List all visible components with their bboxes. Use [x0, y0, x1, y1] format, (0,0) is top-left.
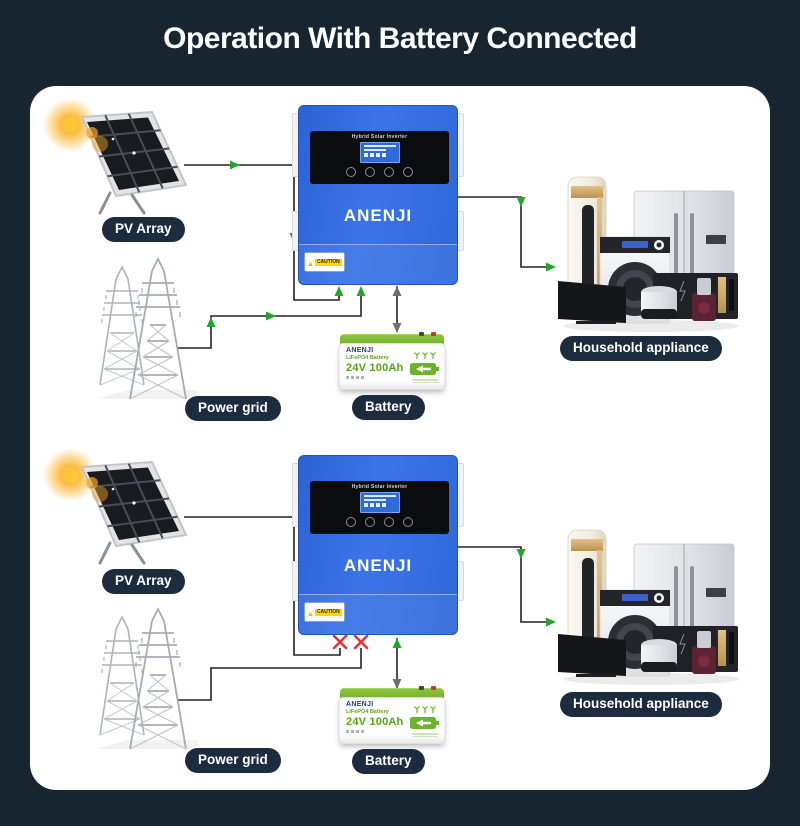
caution-text: CAUTION [314, 608, 342, 616]
caution-sticker: CAUTION [305, 603, 344, 621]
hybrid-inverter: Hybrid Solar Inverter ANENJI CAUTION [292, 105, 464, 285]
inverter-buttons [310, 517, 449, 527]
household-appliances-graphic [556, 175, 741, 335]
button-icon [346, 167, 356, 177]
warning-triangle-icon [307, 604, 314, 620]
battery-brand: ANENJI [346, 347, 374, 354]
inverter-lcd-screen [359, 142, 400, 163]
battery-unit: ANENJI LiFePO4 Battery 24V 100Ah [338, 332, 446, 390]
battery-fine-print [412, 732, 438, 737]
connection-lines [177, 516, 556, 701]
inverter-lower-panel: CAUTION [299, 244, 457, 284]
solar-panel-graphic [40, 99, 190, 221]
button-icon [403, 517, 413, 527]
inverter-brand-logo: ANENJI [343, 206, 413, 225]
arrow-up-icon [334, 286, 344, 296]
arrow-right-icon [230, 160, 240, 170]
button-icon [365, 517, 375, 527]
solar-panel-graphic [40, 449, 190, 571]
inverter-body: Hybrid Solar Inverter ANENJI CAUTION [298, 105, 458, 285]
pv-to-inverter-wire [184, 516, 341, 656]
arrow-up-gray-icon [392, 286, 402, 296]
battery-charge-icon [410, 715, 440, 731]
lcd-row [363, 495, 396, 497]
inverter-display-panel: Hybrid Solar Inverter [310, 481, 449, 534]
connection-lines [177, 160, 556, 349]
button-icon [384, 167, 394, 177]
arrow-up-icon [356, 286, 366, 296]
button-icon [365, 167, 375, 177]
lcd-row [363, 499, 386, 501]
battery-unit: ANENJI LiFePO4 Battery 24V 100Ah [338, 686, 446, 744]
lcd-status-icons [363, 153, 396, 157]
inverter-to-appliance-wire [458, 546, 554, 623]
household-appliance-label: Household appliance [560, 336, 722, 361]
sprout-icons [413, 705, 437, 714]
battery-type: LiFePO4 Battery [346, 355, 389, 361]
arrow-down-icon [516, 197, 526, 207]
household-appliance-label: Household appliance [560, 692, 722, 717]
battery-type: LiFePO4 Battery [346, 709, 389, 715]
arrow-down-gray-icon [392, 679, 402, 689]
battery-text-block: ANENJI LiFePO4 Battery 24V 100Ah [346, 347, 403, 387]
arrow-down-gray-icon [392, 323, 402, 333]
power-grid-label: Power grid [185, 748, 281, 773]
sprout-icons [413, 351, 437, 360]
button-icon [403, 167, 413, 177]
battery-label: Battery [352, 749, 425, 774]
inverter-screen-title: Hybrid Solar Inverter [351, 134, 408, 140]
battery-charge-icon [410, 361, 440, 377]
arrow-up-icon [206, 317, 216, 327]
pv-array-label: PV Array [102, 569, 185, 594]
arrow-right-icon [266, 311, 276, 321]
inverter-buttons [310, 167, 449, 177]
pv-to-inverter-wire [184, 164, 340, 301]
battery-body: ANENJI LiFePO4 Battery 24V 100Ah [338, 343, 446, 390]
caution-sticker: CAUTION [305, 253, 344, 271]
battery-body: ANENJI LiFePO4 Battery 24V 100Ah [338, 697, 446, 744]
pv-array-label: PV Array [102, 217, 185, 242]
battery-icon-block [410, 701, 440, 741]
hybrid-inverter: Hybrid Solar Inverter ANENJI CAUTION [292, 455, 464, 635]
button-icon [346, 517, 356, 527]
battery-text-block: ANENJI LiFePO4 Battery 24V 100Ah [346, 701, 403, 741]
inverter-lcd-screen [359, 492, 400, 513]
lcd-row [363, 145, 396, 147]
inverter-display-panel: Hybrid Solar Inverter [310, 131, 449, 184]
battery-brand: ANENJI [346, 701, 374, 708]
battery-rating: 24V 100Ah [346, 716, 404, 728]
inverter-brand-logo: ANENJI [343, 556, 413, 575]
battery-cert-icons [346, 730, 403, 733]
grid-to-inverter-wire [177, 291, 362, 349]
battery-fine-print [412, 378, 438, 383]
diagram-battery-charging: PV Array Power grid Hybrid Solar Inverte… [0, 95, 800, 447]
arrow-right-icon [546, 617, 556, 627]
page-title: Operation With Battery Connected [163, 22, 637, 55]
diagram-battery-discharging: PV Array Power grid Hybrid Solar Inverte… [0, 445, 800, 797]
arrow-down-icon [516, 549, 526, 559]
power-grid-tower-graphic [86, 603, 198, 753]
grid-to-inverter-wire [177, 648, 362, 701]
power-grid-label: Power grid [185, 396, 281, 421]
battery-label: Battery [352, 395, 425, 420]
inverter-screen-title: Hybrid Solar Inverter [351, 484, 408, 490]
disconnect-x-icon [353, 634, 369, 650]
inverter-body: Hybrid Solar Inverter ANENJI CAUTION [298, 455, 458, 635]
disconnect-x-icon [332, 634, 348, 650]
inverter-lower-panel: CAUTION [299, 594, 457, 634]
inverter-to-appliance-wire [458, 196, 554, 268]
caution-text: CAUTION [314, 258, 342, 266]
button-icon [384, 517, 394, 527]
battery-cert-icons [346, 376, 403, 379]
lcd-status-icons [363, 503, 396, 507]
power-grid-tower-graphic [86, 253, 198, 403]
warning-triangle-icon [307, 254, 314, 270]
household-appliances-graphic [556, 528, 741, 688]
battery-icon-block [410, 347, 440, 387]
arrow-up-icon [392, 638, 402, 648]
lcd-row [363, 149, 386, 151]
battery-rating: 24V 100Ah [346, 362, 404, 374]
arrow-right-icon [546, 262, 556, 272]
